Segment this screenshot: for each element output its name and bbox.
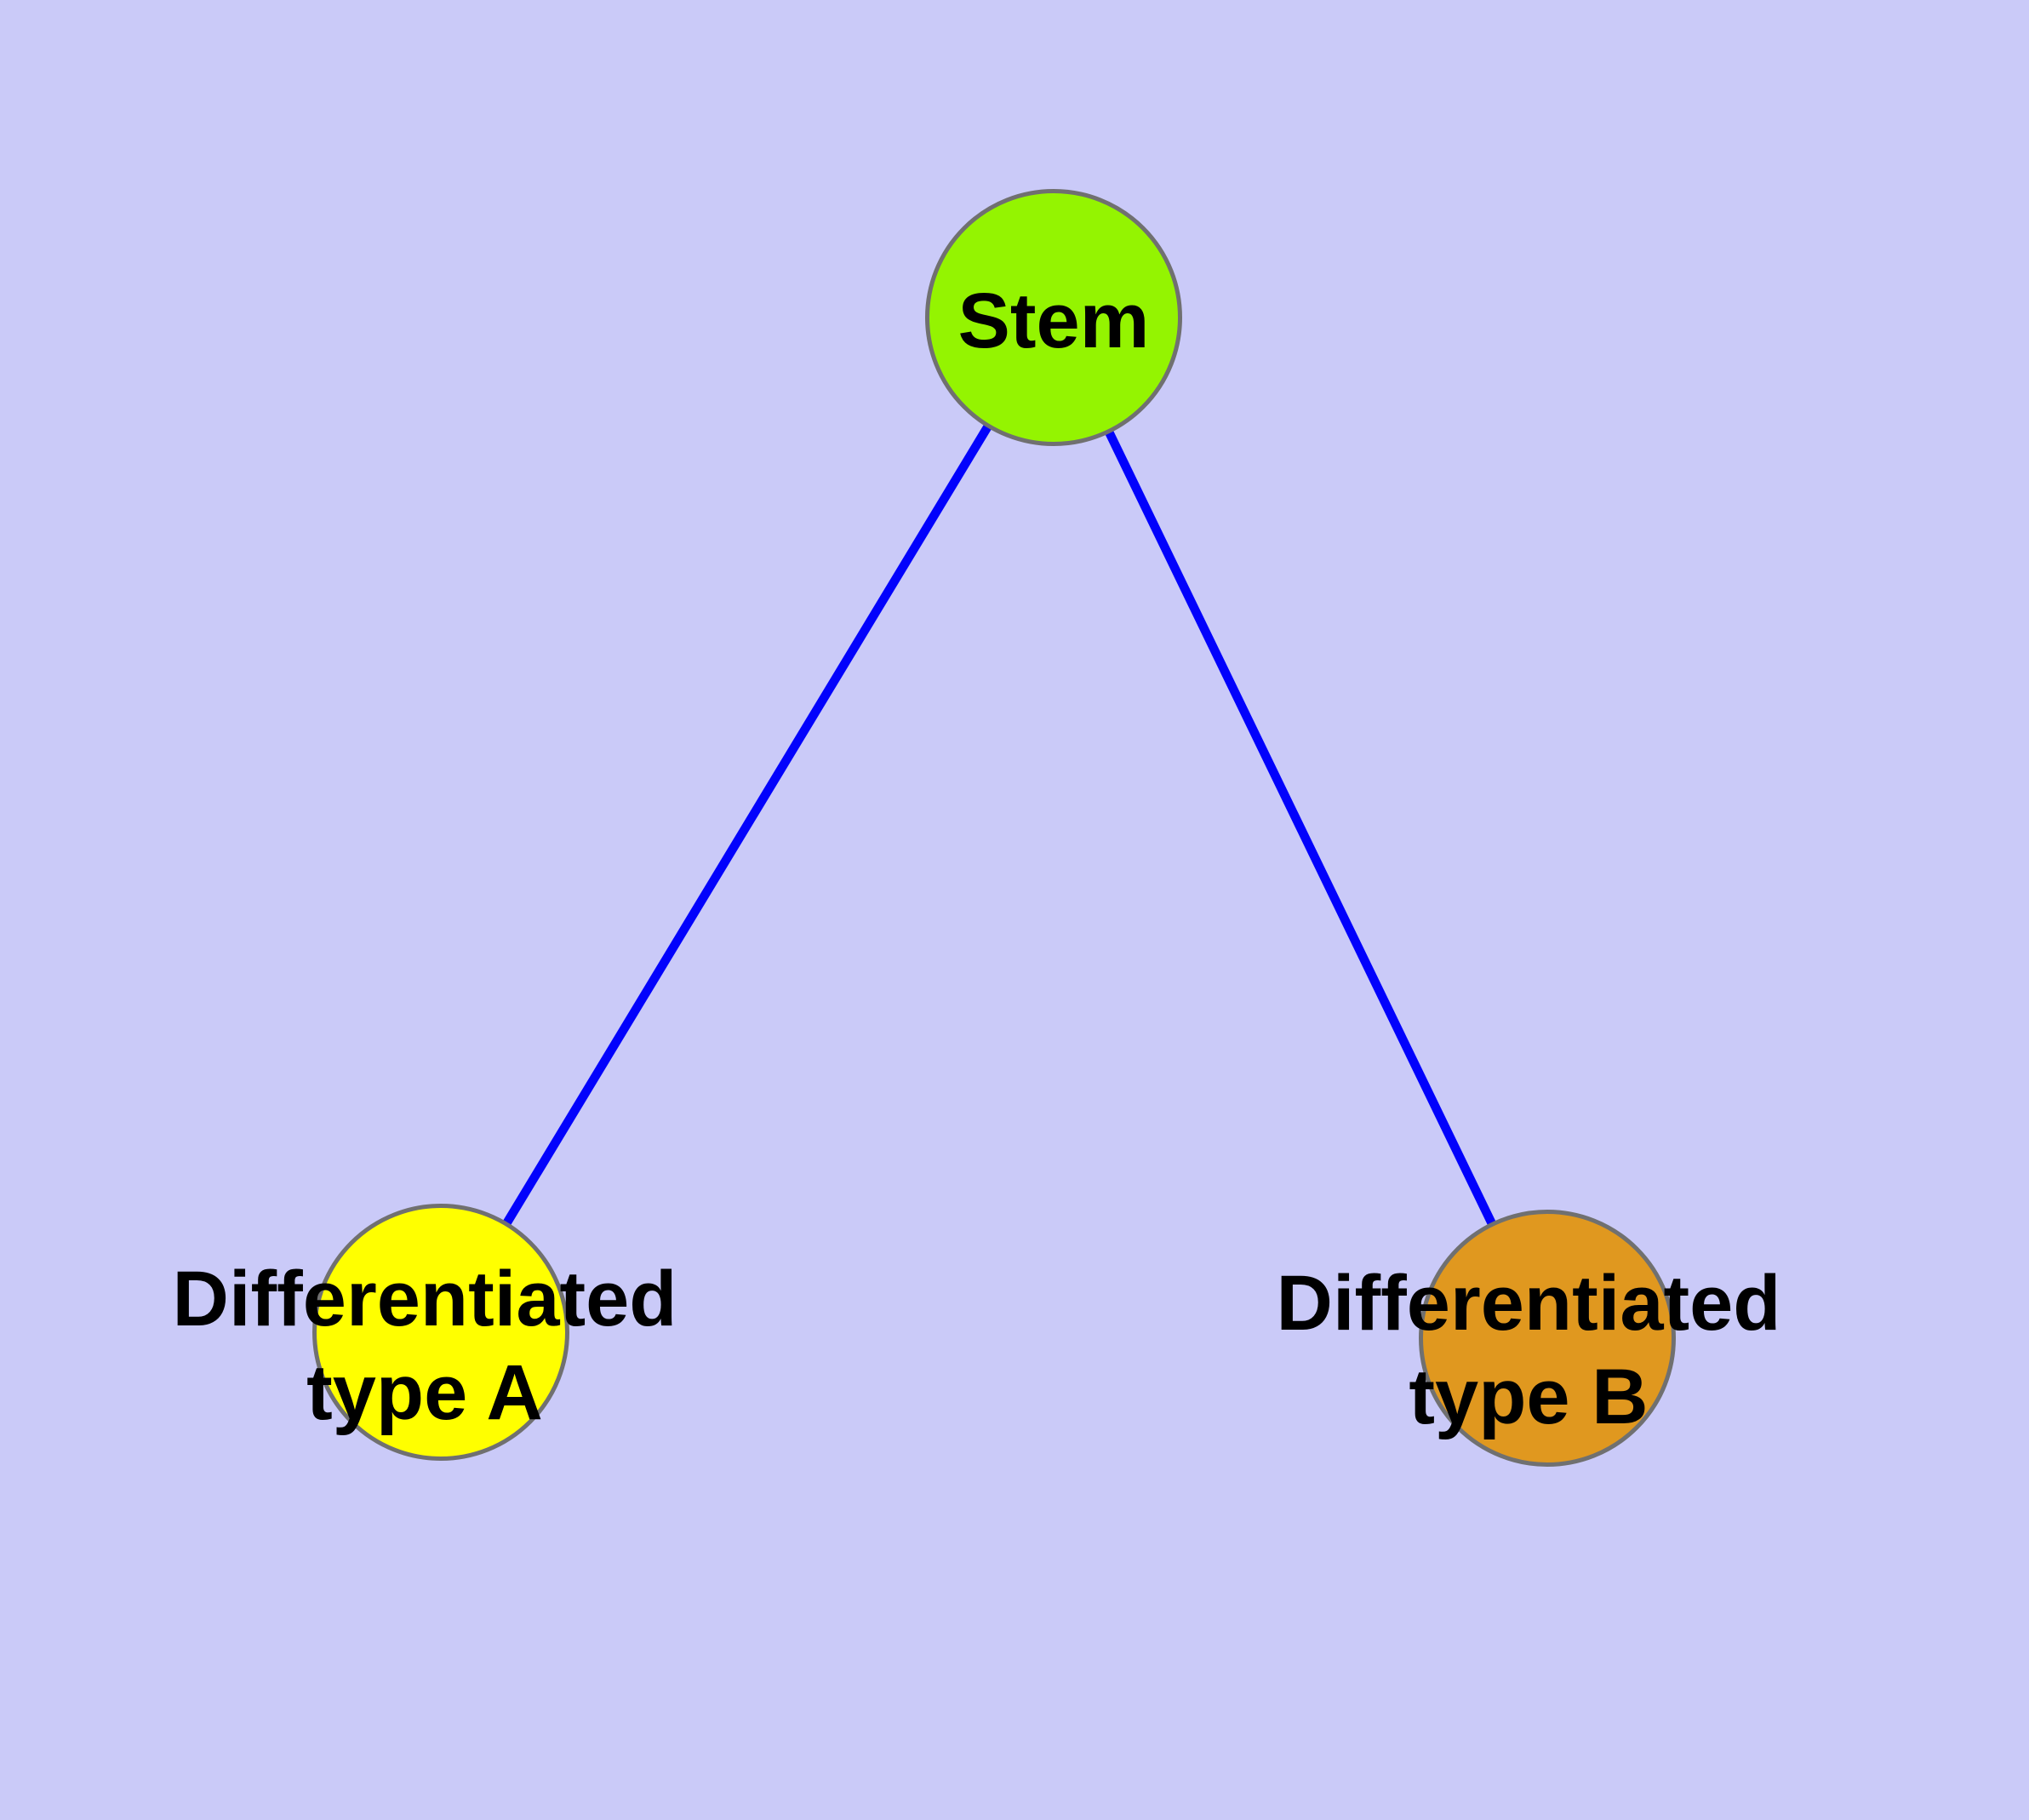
node-type-b-label-line-2: type B bbox=[1409, 1354, 1649, 1440]
node-type-b-label-line-1: Differentiated bbox=[1276, 1260, 1781, 1347]
node-differentiated-type-b bbox=[1419, 1210, 1676, 1467]
node-stem-label: Stem bbox=[958, 274, 1150, 368]
node-differentiated-type-a bbox=[312, 1204, 569, 1461]
node-type-a-label-line-2: type A bbox=[306, 1349, 543, 1436]
edge-stem-to-type-a bbox=[437, 315, 1058, 1335]
node-type-a-label: Differentiated type A bbox=[173, 1252, 677, 1439]
edge-stem-to-type-b bbox=[1049, 315, 1552, 1341]
node-type-b-label: Differentiated type B bbox=[1277, 1256, 1781, 1444]
node-stem-label-line: Stem bbox=[957, 278, 1150, 364]
node-stem bbox=[925, 189, 1182, 446]
node-type-a-label-line-1: Differentiated bbox=[172, 1256, 677, 1342]
